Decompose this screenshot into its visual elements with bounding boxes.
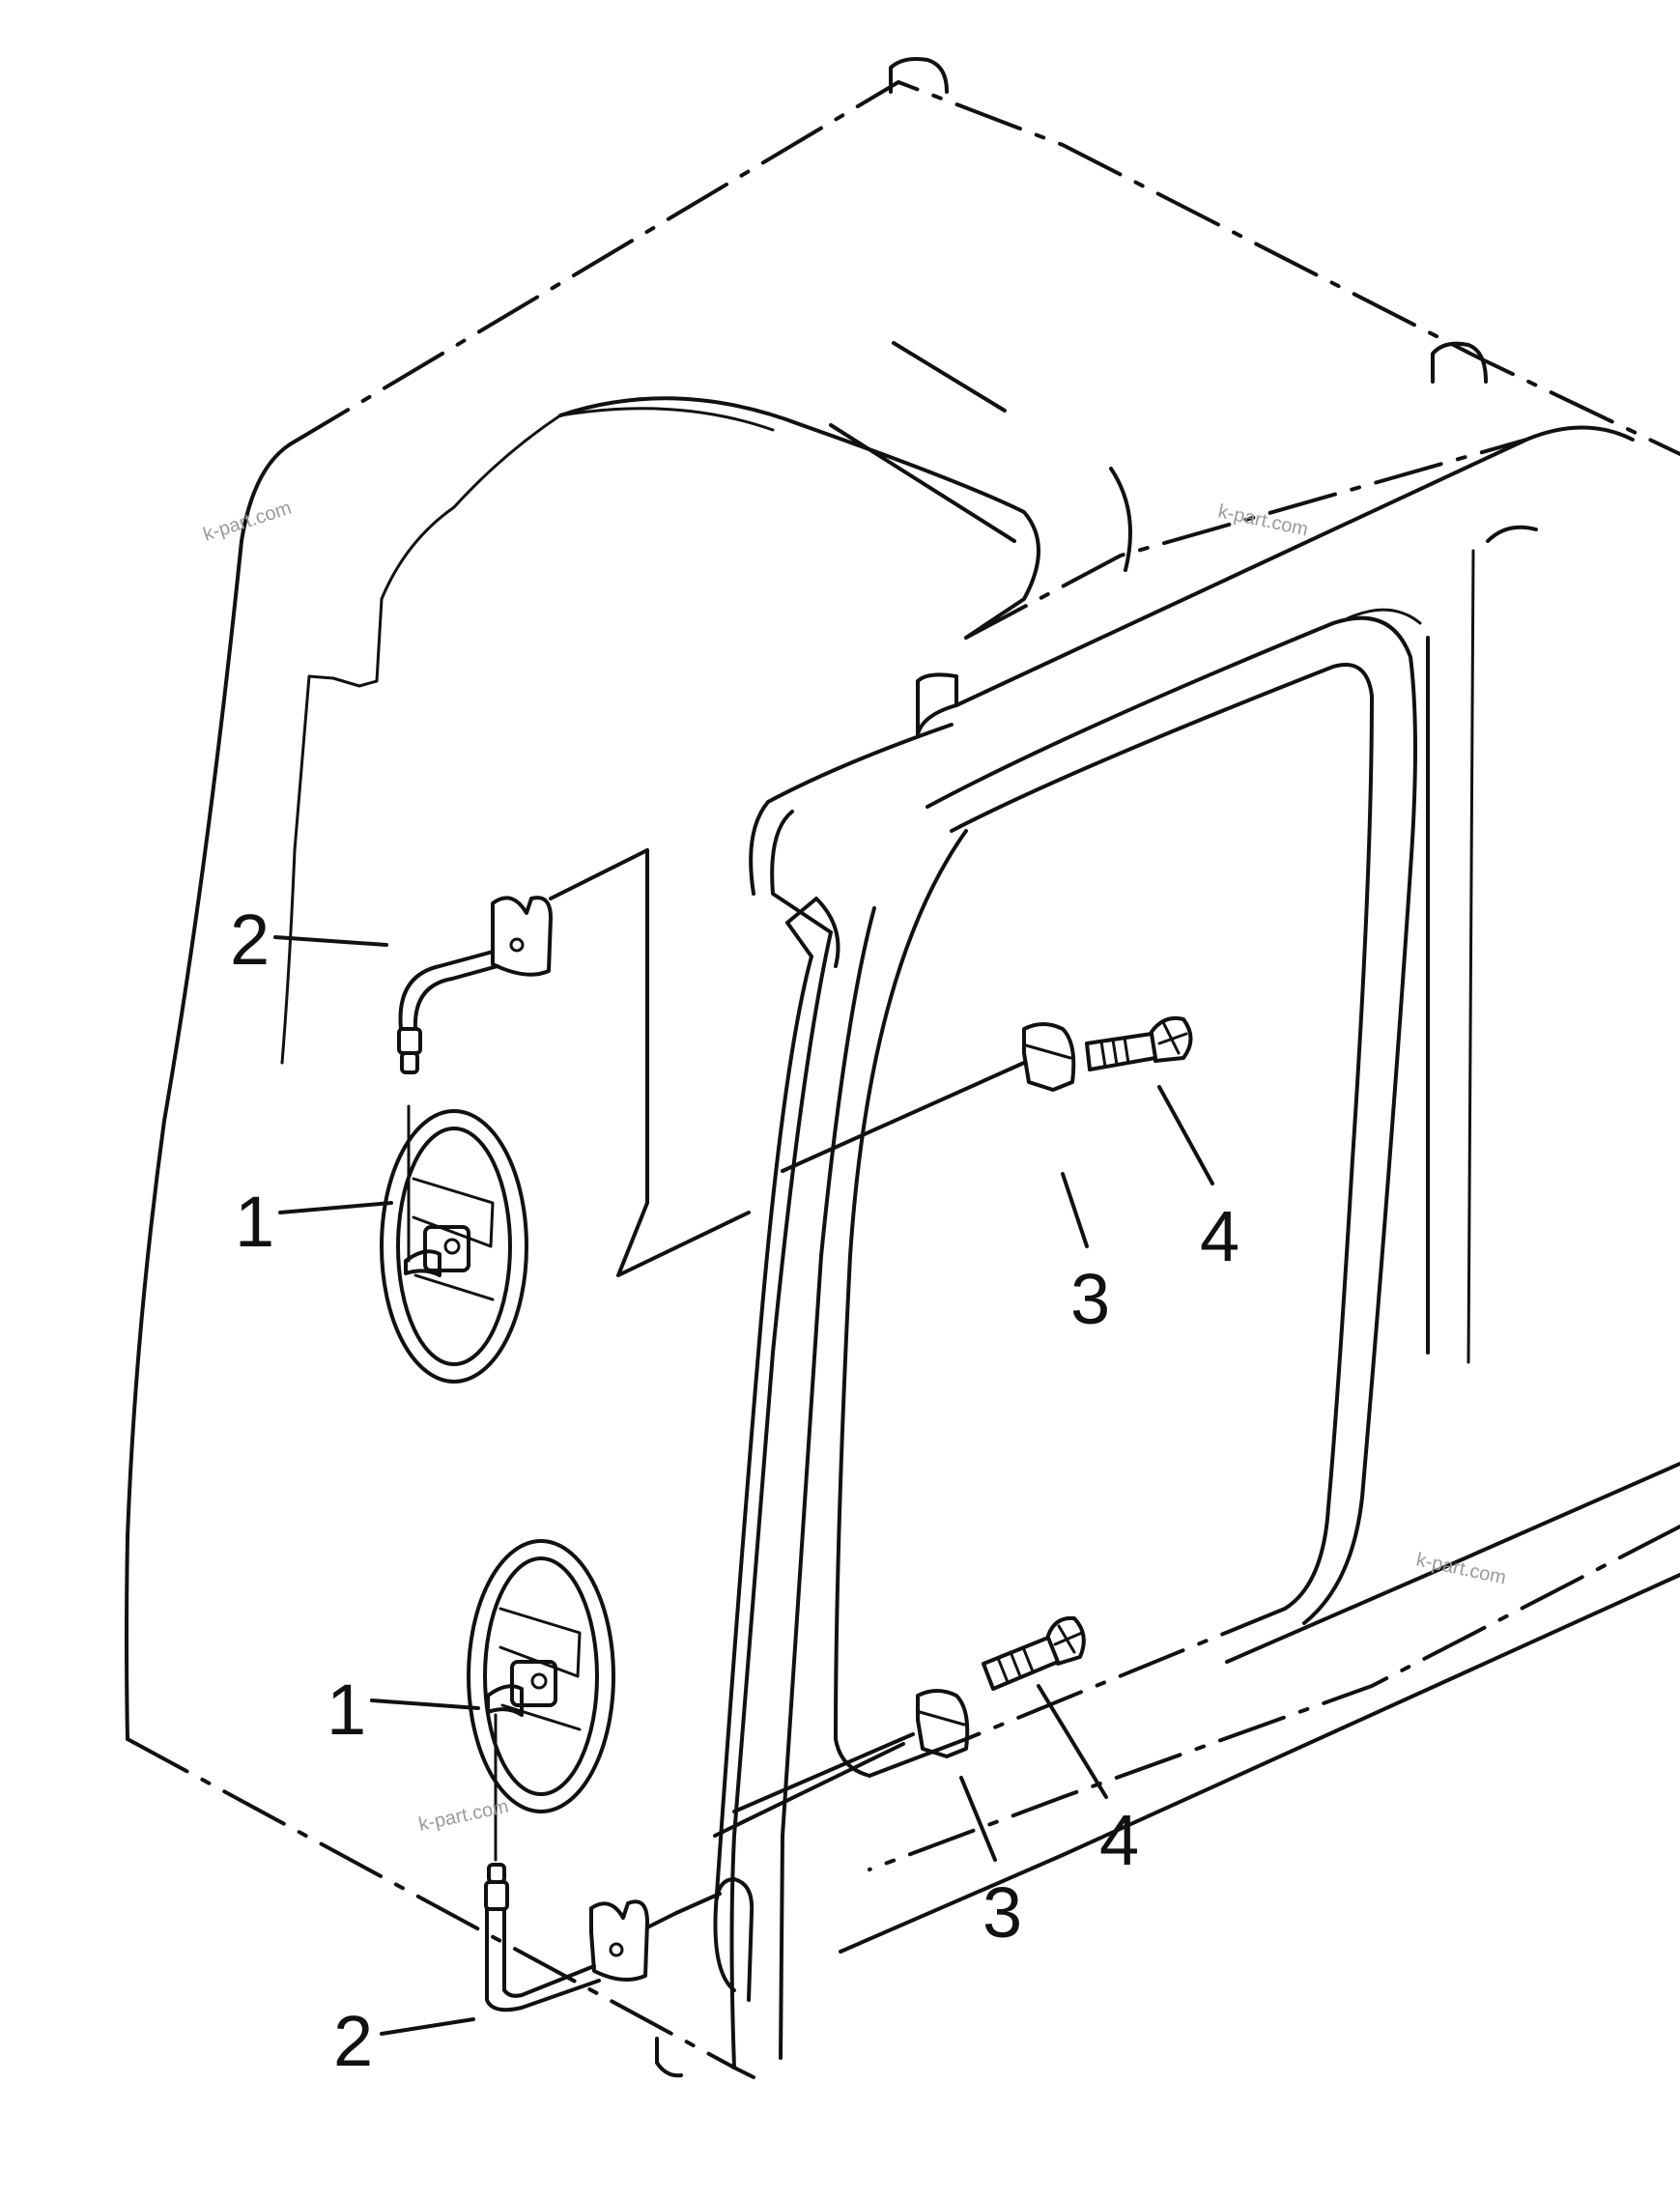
lower-bolt — [982, 1615, 1086, 1691]
callout-clamp-lower: 3 — [982, 1872, 1022, 1953]
upper-bolt — [1085, 1015, 1193, 1071]
callout-bolt-upper: 4 — [1200, 1196, 1239, 1276]
watermark: k-part.com — [1414, 1549, 1508, 1588]
upper-clamp — [781, 1022, 1076, 1173]
callout-mirror-upper: 1 — [235, 1182, 274, 1262]
callout-stay-upper: 2 — [230, 899, 270, 980]
callout-numbers: 2 1 3 4 1 2 3 4 — [230, 899, 1239, 2081]
lower-stay — [484, 1742, 905, 2012]
callout-bolt-lower: 4 — [1099, 1800, 1139, 1880]
cab-outline — [125, 57, 1680, 2079]
upper-mirror-assembly — [380, 848, 1193, 1384]
upper-mirror — [380, 1104, 528, 1384]
lower-clamp — [732, 1689, 970, 1813]
lower-mirror — [467, 1539, 615, 1862]
upper-stay — [397, 848, 751, 1277]
callout-mirror-lower: 1 — [327, 1670, 366, 1750]
watermark: k-part.com — [201, 498, 295, 546]
leader-lines — [273, 935, 1214, 2036]
callout-stay-lower: 2 — [333, 2001, 373, 2081]
callout-clamp-upper: 3 — [1070, 1259, 1110, 1339]
lower-mirror-assembly — [467, 1539, 1086, 2012]
